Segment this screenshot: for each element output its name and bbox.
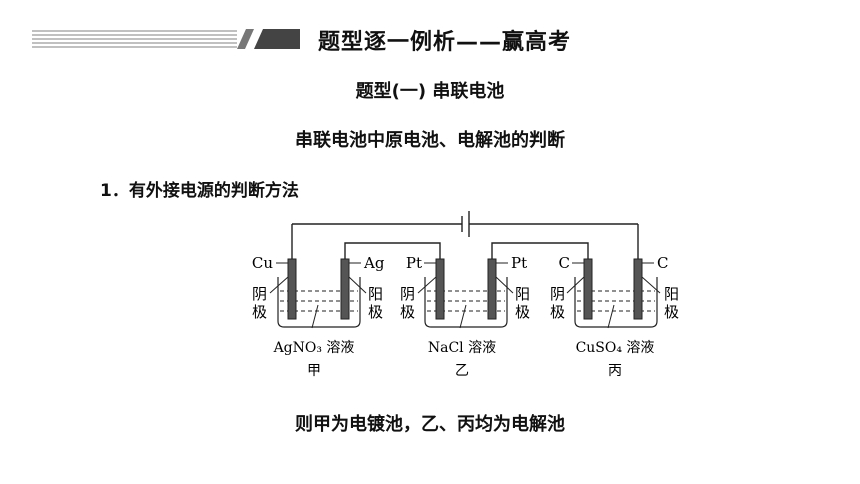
item-title: 1．有外接电源的判断方法 [100, 181, 299, 201]
anode-label: 极 [515, 303, 530, 321]
solution-label: NaCl 溶液 [428, 340, 496, 356]
electrode-label: Ag [363, 254, 385, 272]
anode-label: 阳 [515, 285, 530, 303]
cell-name: 丙 [608, 363, 622, 379]
anode-label: 阳 [664, 285, 679, 303]
header-decoration [32, 29, 300, 49]
cathode-label: 阴 [252, 285, 267, 303]
anode-label: 极 [664, 303, 679, 321]
electrode-label: C [559, 254, 570, 272]
section-subtitle: 串联电池中原电池、电解池的判断 [295, 130, 565, 151]
cell-bing: C C 阴 极 阳 极 CuSO₄ 溶液 丙 [550, 254, 679, 379]
cell-name: 乙 [455, 363, 469, 379]
electrode-label: Pt [406, 254, 422, 272]
cathode-label: 极 [400, 303, 415, 321]
section-title: 题型(一) 串联电池 [355, 81, 505, 102]
electrode-label: C [657, 254, 668, 272]
cell-name: 甲 [307, 363, 321, 379]
cathode-label: 阴 [550, 285, 565, 303]
cathode-label: 极 [550, 303, 565, 321]
anode-label: 极 [368, 303, 383, 321]
electrode-label: Pt [511, 254, 527, 272]
cathode-label: 阴 [400, 285, 415, 303]
header-title: 题型逐一例析——赢高考 [318, 30, 572, 55]
anode-label: 阳 [368, 285, 383, 303]
cell-jia: Cu Ag 阴 极 阳 极 AgNO₃ 溶液 甲 [252, 254, 385, 379]
series-cells-diagram: Cu Ag 阴 极 阳 极 AgNO₃ 溶液 甲 Pt Pt 阴 极 阳 极 N… [252, 211, 679, 379]
solution-label: CuSO₄ 溶液 [576, 340, 655, 356]
electrode-label: Cu [252, 254, 273, 272]
cathode-label: 极 [252, 303, 267, 321]
cell-yi: Pt Pt 阴 极 阳 极 NaCl 溶液 乙 [400, 254, 530, 379]
conclusion-text: 则甲为电镀池，乙、丙均为电解池 [295, 414, 565, 435]
solution-label: AgNO₃ 溶液 [273, 340, 355, 356]
